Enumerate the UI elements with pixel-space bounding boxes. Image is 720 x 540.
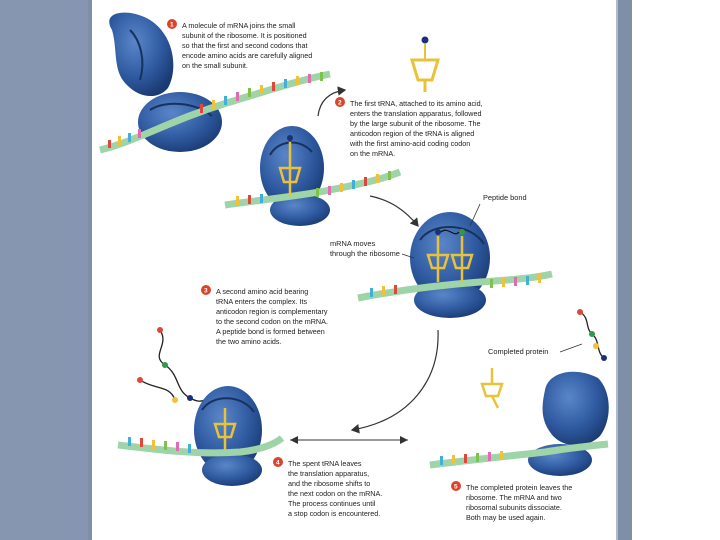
page-edge bbox=[616, 0, 618, 540]
step-3-line-6: the two amino acids. bbox=[216, 337, 282, 346]
step-2-number: 2 bbox=[338, 100, 342, 107]
free-trna bbox=[409, 36, 441, 92]
step-1-line-1: A molecule of mRNA joins the small bbox=[182, 21, 296, 30]
step-1-line-5: on the small subunit. bbox=[182, 61, 248, 70]
ribosome-complex bbox=[410, 212, 490, 318]
two-trnas-with-peptide bbox=[426, 229, 474, 282]
ribosome-complex bbox=[260, 126, 330, 226]
step-1-illustration bbox=[99, 12, 441, 154]
mrna-strand bbox=[99, 70, 331, 154]
step-4-number: 4 bbox=[276, 460, 280, 467]
step-5-line-1: The completed protein leaves the bbox=[466, 483, 572, 492]
step-2-line-5: with the first amino-acid coding codon bbox=[349, 139, 470, 148]
arrow-1-to-2 bbox=[317, 86, 347, 117]
shift-arrow-head-right bbox=[400, 436, 408, 444]
step-5-line-2: ribosome. The mRNA and two bbox=[466, 493, 562, 502]
mrna-moves-leader bbox=[401, 253, 415, 259]
codon-ticks bbox=[236, 171, 391, 205]
step-3-badge bbox=[201, 285, 211, 295]
step-4-line-4: the next codon on the mRNA. bbox=[288, 489, 382, 498]
step-5-line-4: Both may be used again. bbox=[466, 513, 546, 522]
step-2-line-1: The first tRNA, attached to its amino ac… bbox=[350, 99, 483, 108]
step-2-line-3: by the large subunit of the ribosome. Th… bbox=[350, 119, 481, 128]
step-4-line-3: and the ribosome shifts to bbox=[288, 479, 370, 488]
released-trna bbox=[480, 368, 504, 409]
step-3-line-1: A second amino acid bearing bbox=[216, 287, 308, 296]
codon-ticks bbox=[440, 451, 503, 465]
step-3-number: 3 bbox=[204, 288, 208, 295]
codon-ticks bbox=[128, 437, 191, 453]
step-4-illustration bbox=[117, 327, 285, 486]
step-3-line-4: to the second codon on the mRNA. bbox=[216, 317, 328, 326]
step-2-illustration bbox=[224, 126, 402, 226]
step-1-line-4: encode amino acids are carefully aligned bbox=[182, 51, 312, 60]
step-5-line-3: ribosomal subunits dissociate. bbox=[466, 503, 562, 512]
step-5-illustration bbox=[429, 309, 609, 476]
mrna-moves-label-1: mRNA moves bbox=[330, 239, 375, 248]
completed-protein-leader bbox=[559, 343, 583, 353]
step-3-line-5: A peptide bond is formed between bbox=[216, 327, 325, 336]
step-4-line-5: The process continues until bbox=[288, 499, 376, 508]
right-margin bbox=[632, 0, 720, 540]
mrna-strand bbox=[357, 270, 553, 302]
left-margin-band bbox=[0, 0, 88, 540]
step-2-line-6: on the mRNA. bbox=[350, 149, 395, 158]
ribosome-large-subunit bbox=[542, 371, 609, 446]
bound-trna bbox=[278, 135, 302, 195]
step-2-line-2: enters the translation apparatus, follow… bbox=[350, 109, 481, 118]
step-5-badge bbox=[451, 481, 461, 491]
shift-arrow-head-left bbox=[290, 436, 298, 444]
mrna-strand bbox=[429, 440, 609, 469]
mrna-moves-label-2: through the ribosome bbox=[330, 249, 400, 258]
peptide-bond-label: Peptide bond bbox=[483, 193, 527, 202]
completed-protein-label: Completed protein bbox=[488, 347, 548, 356]
step-1-line-3: so that the first and second codons that bbox=[182, 41, 307, 50]
codon-ticks bbox=[370, 274, 541, 297]
step-1-number: 1 bbox=[170, 22, 174, 29]
step-1-line-2: subunit of the ribosome. It is positione… bbox=[182, 31, 307, 40]
arrow-3-to-4 bbox=[350, 329, 439, 434]
step-4-line-6: a stop codon is encountered. bbox=[288, 509, 380, 518]
step-3-line-3: anticodon region is complementary bbox=[216, 307, 328, 316]
growing-protein-chain bbox=[137, 327, 218, 408]
step-2-badge bbox=[335, 97, 345, 107]
step-4-badge bbox=[273, 457, 283, 467]
step-5-number: 5 bbox=[454, 484, 458, 491]
step-1-badge bbox=[167, 19, 177, 29]
codon-ticks bbox=[108, 72, 323, 148]
ribosome-large-subunit bbox=[109, 12, 174, 97]
step-4-line-2: the translation apparatus, bbox=[288, 469, 369, 478]
step-4-line-1: The spent tRNA leaves bbox=[288, 459, 362, 468]
step-3-illustration bbox=[357, 212, 553, 318]
arrow-2-to-3 bbox=[369, 195, 419, 227]
step-3-line-2: tRNA enters the complex. Its bbox=[216, 297, 307, 306]
peptide-bond-leader bbox=[469, 203, 481, 227]
mrna-strand bbox=[117, 435, 285, 457]
released-protein bbox=[577, 309, 607, 361]
bound-trna bbox=[213, 408, 237, 450]
step-2-line-4: anticodon region of the tRNA is aligned bbox=[350, 129, 474, 138]
